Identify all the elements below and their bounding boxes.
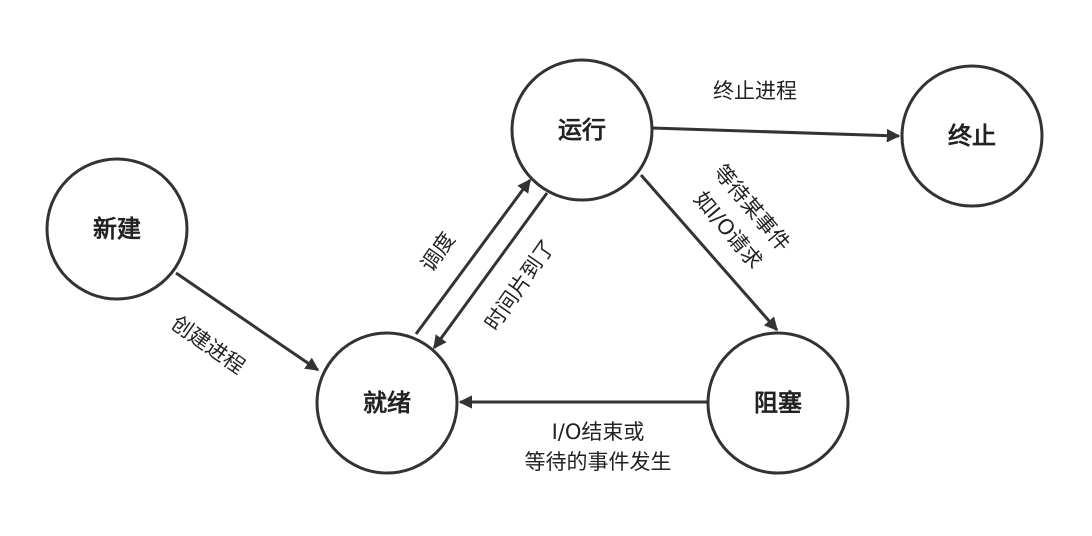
label-exit: 终止进程 (713, 79, 797, 103)
label-create-process: 创建进程 (167, 311, 250, 379)
node-ready: 就绪 (315, 331, 459, 475)
node-running: 运行 (510, 58, 654, 202)
label-wakeup-line1: I/O结束或 (552, 420, 645, 444)
node-terminated-label: 终止 (948, 122, 996, 150)
node-blocked: 阻塞 (706, 331, 850, 475)
node-ready-label: 就绪 (363, 389, 411, 417)
edge-running-to-ready (432, 192, 549, 350)
node-new: 新建 (45, 157, 189, 301)
edge-running-to-blocked (639, 174, 779, 332)
edge-new-to-ready (175, 271, 320, 372)
label-dispatch: 调度 (416, 228, 460, 276)
node-running-label: 运行 (558, 116, 606, 144)
edge-ready-to-running (414, 178, 532, 335)
node-blocked-label: 阻塞 (754, 389, 802, 417)
edge-running-to-terminated (651, 126, 901, 143)
node-terminated: 终止 (900, 64, 1044, 208)
label-timeout: 时间片到了 (480, 235, 560, 335)
label-wakeup-line2: 等待的事件发生 (525, 450, 672, 474)
node-new-label: 新建 (93, 215, 141, 243)
